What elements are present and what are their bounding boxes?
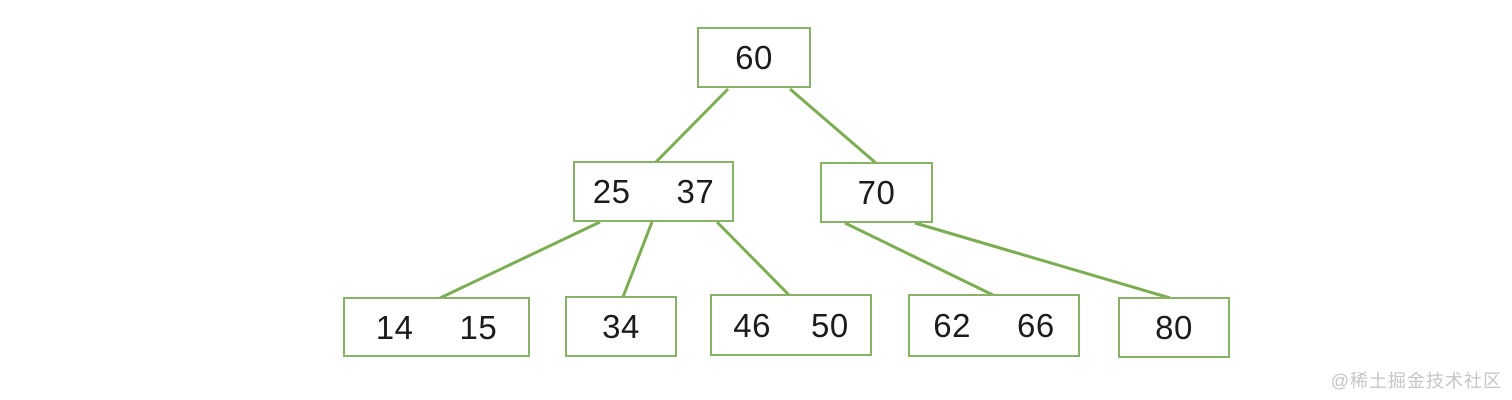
edge-25-37-to-34: [621, 221, 654, 298]
node-key: 66: [1017, 307, 1055, 344]
node-key: 15: [459, 308, 498, 346]
tree-node-34: 34: [565, 296, 677, 357]
node-key: 70: [857, 174, 896, 211]
watermark-text: @稀土掘金技术社区: [1330, 371, 1502, 391]
edge-70-to-62-66: [844, 221, 994, 297]
node-key: 80: [1155, 309, 1193, 346]
node-key: 50: [811, 306, 849, 344]
node-key: 46: [733, 306, 771, 344]
node-key: 34: [602, 308, 640, 345]
edge-70-to-80: [914, 221, 1171, 300]
tree-node-62-66: 62 66: [908, 294, 1080, 357]
node-key: 60: [735, 39, 773, 76]
edge-25-37-to-46-50: [715, 220, 791, 297]
node-key: 14: [375, 308, 414, 346]
edge-60-to-70: [789, 87, 878, 166]
tree-node-60: 60: [697, 27, 811, 88]
tree-node-25-37: 25 37: [573, 161, 734, 222]
tree-node-14-15: 14 15: [343, 297, 530, 357]
edge-25-37-to-14-15: [439, 220, 601, 300]
node-key: 62: [933, 307, 971, 344]
edge-60-to-25-37: [654, 87, 730, 164]
tree-node-70: 70: [820, 162, 933, 223]
node-key: 25: [592, 173, 631, 210]
tree-node-80: 80: [1118, 297, 1230, 358]
tree-node-46-50: 46 50: [710, 294, 872, 356]
node-key: 37: [676, 173, 715, 210]
